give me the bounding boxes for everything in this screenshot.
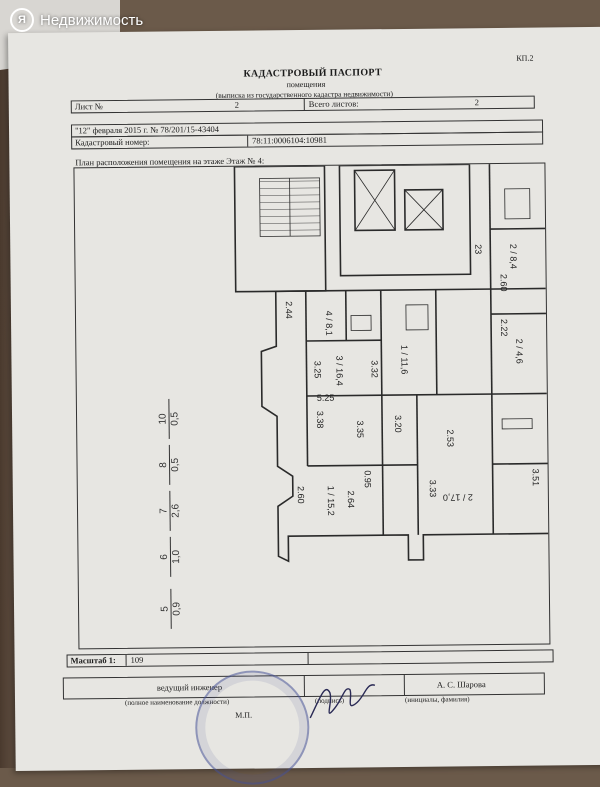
signature-scribble xyxy=(309,684,376,719)
dimension-label: 2.22 xyxy=(499,319,509,337)
floor-plan-drawing: 23 4 / 8,1 3 / 16,4 1 / 11,6 1 / 1 xyxy=(233,163,549,563)
signature-row: ведущий инженер А. С. Шарова xyxy=(62,672,545,700)
scale-row: Масштаб 1: 109 xyxy=(66,649,554,668)
name-caption: (инициалы, фамилия) xyxy=(404,695,470,704)
dimension-label: 2.44 xyxy=(284,301,294,319)
room-label: 4 / 8,1 xyxy=(324,311,334,336)
engineer-name: А. С. Шарова xyxy=(436,679,486,690)
dimension-label: 0.95 xyxy=(363,470,373,488)
total-sheets-label: Всего листов: xyxy=(308,98,359,109)
scale-value: 109 xyxy=(130,654,144,665)
form-code: КП.2 xyxy=(516,53,534,63)
document-title: КАДАСТРОВЫЙ ПАСПОРТ xyxy=(243,67,382,80)
room-label: 1 / 15,2 xyxy=(326,486,336,516)
room-label: 2 / 17,0 xyxy=(443,492,473,502)
wall-label: 23 xyxy=(473,244,483,254)
dimension-label: 3.35 xyxy=(355,420,365,438)
elevator-shaft xyxy=(403,188,444,231)
dimension-label: 2.60 xyxy=(499,274,509,292)
dimension-label: 5.25 xyxy=(317,393,335,403)
stair-steps xyxy=(259,177,321,237)
watermark-logo-icon: Я xyxy=(10,8,34,32)
watermark: Я Недвижимость xyxy=(10,8,143,32)
cadastral-label: Кадастровый номер: xyxy=(75,136,150,148)
watermark-text: Недвижимость xyxy=(40,11,144,29)
dimension-label: 3.32 xyxy=(369,360,379,378)
total-sheets-value: 2 xyxy=(474,97,480,108)
cadastral-passport-sheet: КП.2 КАДАСТРОВЫЙ ПАСПОРТ помещения (выпи… xyxy=(8,26,600,786)
document-subtitle: помещения xyxy=(286,79,326,90)
sheet-label: Лист № xyxy=(74,101,103,112)
elevator-shaft xyxy=(353,169,396,232)
dimension-label: 3.33 xyxy=(428,480,438,498)
room-label: 2 / 8,4 xyxy=(508,244,518,269)
cadastral-value: 78:11:0006104:10981 xyxy=(252,134,327,146)
room-label: 1 / 11,6 xyxy=(399,345,409,374)
dimension-label: 3.25 xyxy=(312,361,322,379)
sheet-number-row: Лист № 2 Всего листов: 2 xyxy=(70,95,535,114)
dimension-label: 2.64 xyxy=(346,490,356,508)
room-label: 3 / 16,4 xyxy=(334,356,344,386)
scale-label: Масштаб 1: xyxy=(70,655,116,666)
dimension-label: 2.53 xyxy=(445,429,455,447)
dimension-label: 3.51 xyxy=(531,469,541,487)
dimension-label: 3.38 xyxy=(315,411,325,429)
stair-block xyxy=(233,164,327,293)
sheet-value: 2 xyxy=(234,99,240,110)
apartment-outline xyxy=(260,291,549,563)
dimension-label: 2.60 xyxy=(296,486,306,504)
dimension-label: 3.20 xyxy=(393,415,403,433)
room-label: 2 / 4,6 xyxy=(514,339,524,364)
